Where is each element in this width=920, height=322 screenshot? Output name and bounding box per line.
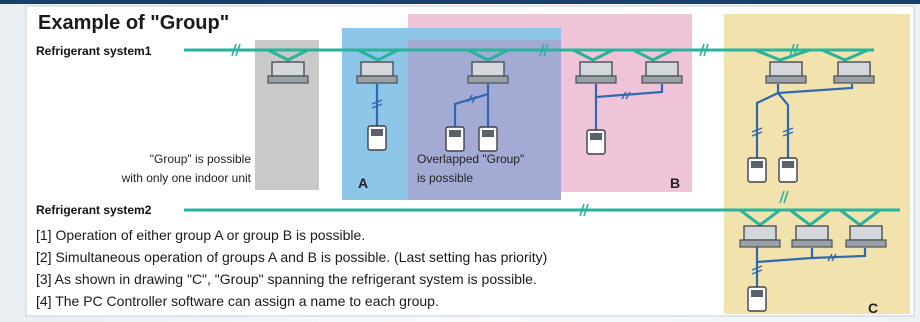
indoor-unit [845,225,887,248]
diagram-title: Example of "Group" [38,12,229,34]
group-label-a: A [358,175,368,191]
system1-break-marks [231,43,799,57]
remote-controller [747,286,767,312]
indoor-unit [833,61,875,84]
indoor-unit [356,61,398,84]
group-label-c: C [868,300,878,316]
indoor-unit [765,61,807,84]
indoor-unit [791,225,833,248]
remote-controller [778,157,798,183]
indoor-unit [467,61,509,84]
remote-controller [586,129,606,155]
indoor-unit [641,61,683,84]
remote-controller [747,157,767,183]
overlap-caption-line1: Overlapped "Group" [417,152,524,166]
remote-controller [367,125,387,151]
group-label-b: B [670,175,680,191]
single-unit-caption-line1: "Group" is possible [150,152,252,166]
system2-pipe [184,208,900,227]
indoor-unit [267,61,309,84]
remote-controller [445,126,465,152]
top-rule [0,0,920,4]
note-2: [2] Simultaneous operation of groups A a… [36,249,547,265]
note-3: [3] As shown in drawing "C", "Group" spa… [36,271,537,287]
wire-break-marks [371,91,837,275]
system2-label: Refrigerant system2 [36,203,152,217]
system1-label: Refrigerant system1 [36,44,152,58]
note-4: [4] The PC Controller software can assig… [36,293,439,309]
note-1: [1] Operation of either group A or group… [36,227,365,243]
single-unit-caption-line2: with only one indoor unit [121,171,252,185]
indoor-unit [739,225,781,248]
remote-controller [478,126,498,152]
system1-pipe [184,48,874,62]
system2-break-marks [579,190,789,217]
overlap-caption-line2: is possible [417,171,473,185]
indoor-unit [575,61,617,84]
